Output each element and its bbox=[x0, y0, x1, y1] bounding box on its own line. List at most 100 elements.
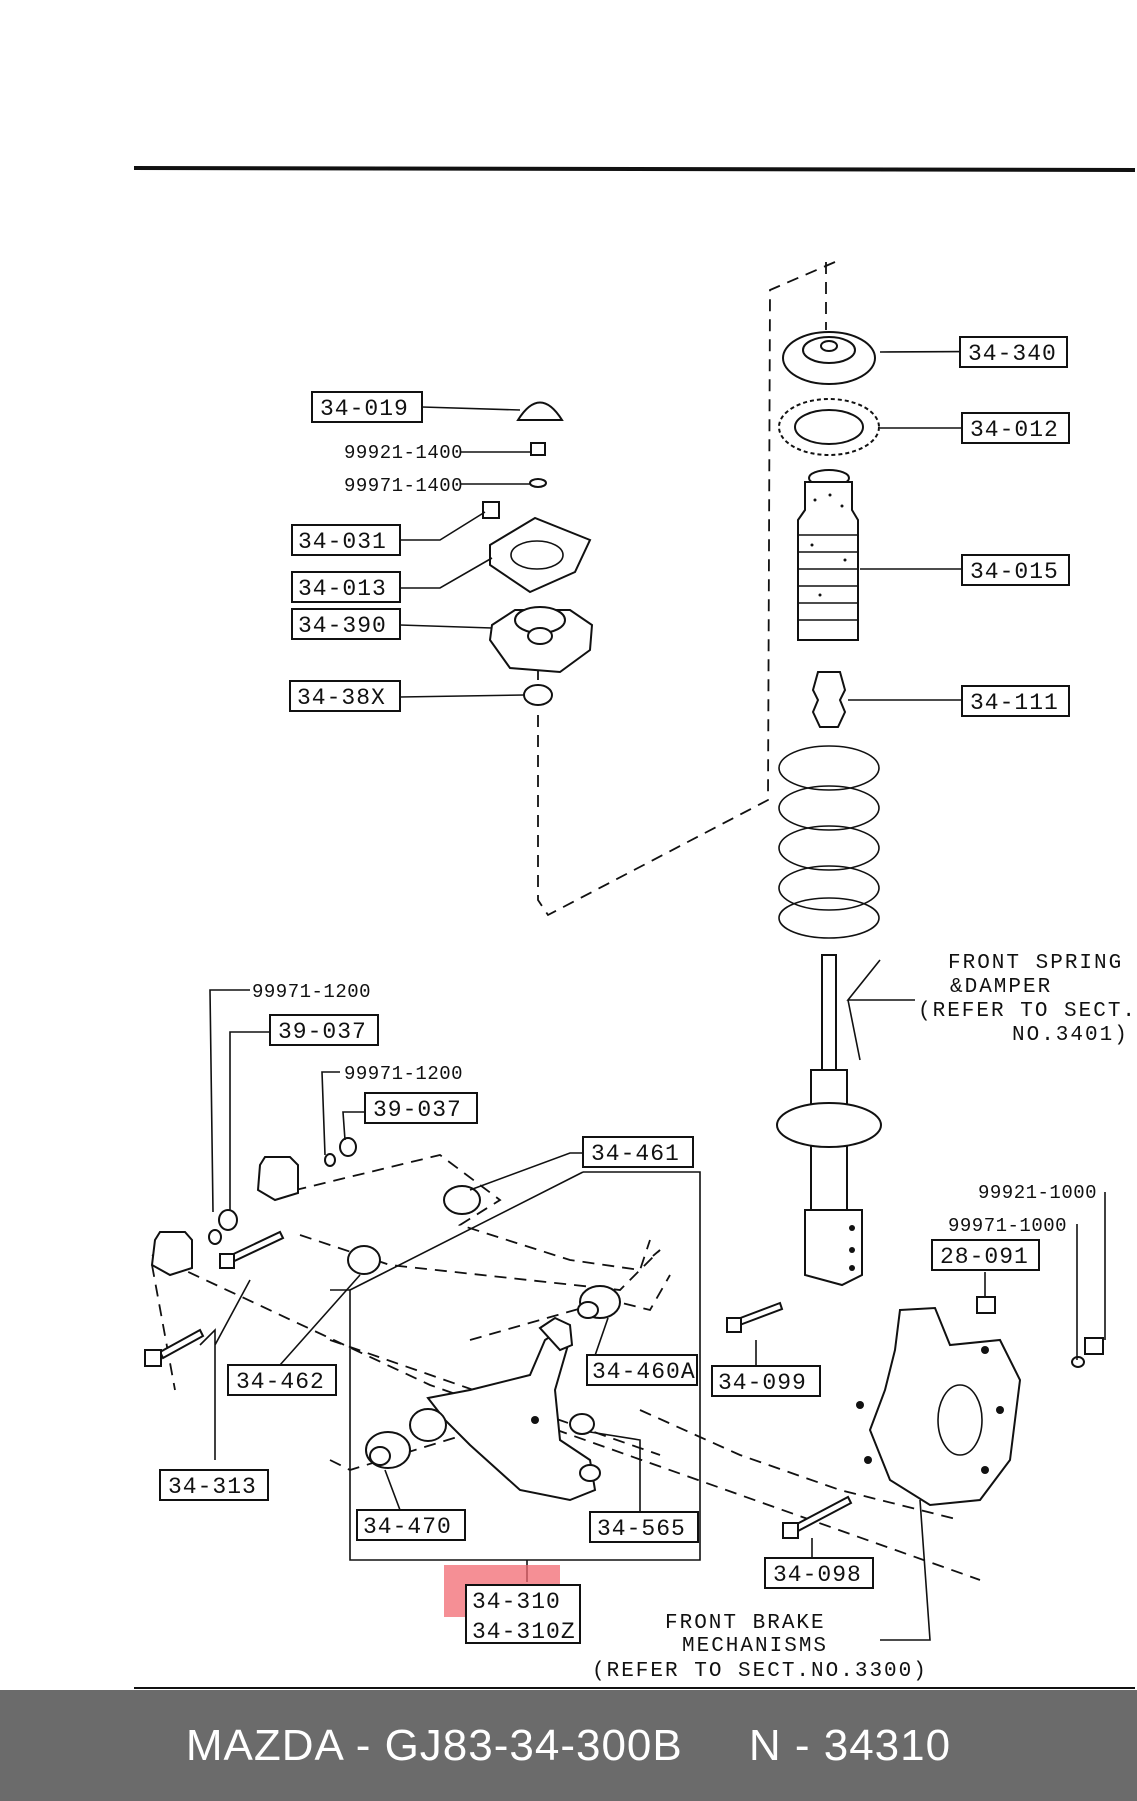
svg-text:34-019: 34-019 bbox=[320, 396, 409, 422]
svg-text:99971-1400: 99971-1400 bbox=[344, 475, 463, 497]
label-34-565[interactable]: 34-565 bbox=[589, 1511, 699, 1543]
svg-text:34-462: 34-462 bbox=[236, 1369, 325, 1395]
label-99971-1400[interactable]: 99971-1400 bbox=[344, 475, 463, 497]
label-34-031[interactable]: 34-031 bbox=[291, 524, 401, 556]
label-34-460A[interactable]: 34-460A bbox=[586, 1354, 698, 1386]
bushing-460A-part bbox=[577, 1285, 621, 1319]
svg-text:34-013: 34-013 bbox=[298, 576, 387, 602]
stabilizer-bushing-right-part bbox=[256, 1156, 299, 1202]
top-rule bbox=[133, 166, 1136, 172]
label-34-38X[interactable]: 34-38X bbox=[289, 680, 401, 712]
svg-text:99971-1000: 99971-1000 bbox=[948, 1215, 1067, 1237]
nut-1400-part bbox=[530, 442, 546, 456]
svg-text:34-310Z: 34-310Z bbox=[472, 1619, 576, 1645]
svg-text:34-38X: 34-38X bbox=[297, 685, 386, 711]
label-34-461[interactable]: 34-461 bbox=[582, 1136, 694, 1168]
note-front-spring: FRONT SPRING &DAMPER (REFER TO SECT. NO.… bbox=[918, 952, 1137, 1047]
lower-dash-1 bbox=[151, 1254, 981, 1581]
lower-dash-2 bbox=[151, 1264, 661, 1456]
svg-text:34-031: 34-031 bbox=[298, 529, 387, 555]
nut-031-part bbox=[482, 501, 500, 519]
svg-text:39-037: 39-037 bbox=[373, 1097, 462, 1123]
ball-joint-565-part bbox=[569, 1413, 601, 1482]
label-34-470[interactable]: 34-470 bbox=[356, 1509, 466, 1541]
damper-part bbox=[776, 954, 882, 1287]
svg-text:34-460A: 34-460A bbox=[592, 1359, 696, 1385]
bolt-34-099-part bbox=[726, 1301, 784, 1333]
label-34-111[interactable]: 34-111 bbox=[961, 685, 1070, 717]
gasket-plate-part bbox=[489, 516, 592, 594]
stabilizer-bolts-part bbox=[144, 1230, 285, 1367]
svg-text:34-313: 34-313 bbox=[168, 1474, 257, 1500]
label-34-015[interactable]: 34-015 bbox=[961, 554, 1070, 586]
bushing-38X-part bbox=[523, 684, 553, 706]
label-28-091[interactable]: 28-091 bbox=[931, 1239, 1040, 1271]
svg-text:34-012: 34-012 bbox=[970, 417, 1059, 443]
label-99921-1000[interactable]: 99921-1000 bbox=[978, 1182, 1097, 1204]
bolt-34-098-part bbox=[782, 1495, 853, 1539]
lower-arm-part bbox=[409, 1316, 597, 1502]
cap-part bbox=[516, 401, 564, 421]
label-39-037-left[interactable]: 39-037 bbox=[269, 1014, 379, 1046]
lower-dash-6 bbox=[639, 1409, 961, 1521]
svg-text:(REFER TO SECT.NO.3300): (REFER TO SECT.NO.3300) bbox=[592, 1660, 928, 1683]
label-34-019[interactable]: 34-019 bbox=[311, 391, 423, 423]
nut-1000-part bbox=[1071, 1337, 1104, 1368]
label-99921-1400[interactable]: 99921-1400 bbox=[344, 442, 463, 464]
spring-seat-part bbox=[782, 331, 876, 385]
svg-text:99971-1200: 99971-1200 bbox=[252, 981, 371, 1003]
svg-text:99971-1200: 99971-1200 bbox=[344, 1063, 463, 1085]
coil-spring-part bbox=[778, 745, 880, 939]
svg-text:34-340: 34-340 bbox=[968, 341, 1057, 367]
svg-text:&DAMPER: &DAMPER bbox=[950, 976, 1052, 999]
label-99971-1200-left[interactable]: 99971-1200 bbox=[252, 981, 371, 1003]
svg-text:FRONT SPRING: FRONT SPRING bbox=[948, 952, 1123, 975]
nut-28-091-part bbox=[976, 1296, 996, 1314]
part-info-footer: MAZDA - GJ83-34-300B N - 34310 bbox=[0, 1690, 1137, 1801]
strut-mount-part bbox=[488, 606, 594, 674]
label-39-037-right[interactable]: 39-037 bbox=[364, 1092, 478, 1124]
svg-text:34-098: 34-098 bbox=[773, 1562, 862, 1588]
svg-text:28-091: 28-091 bbox=[940, 1244, 1029, 1270]
label-99971-1200-right[interactable]: 99971-1200 bbox=[344, 1063, 463, 1085]
svg-text:34-310: 34-310 bbox=[472, 1589, 561, 1615]
label-34-390[interactable]: 34-390 bbox=[291, 608, 401, 640]
footer-text: MAZDA - GJ83-34-300B N - 34310 bbox=[185, 1720, 952, 1770]
stabilizer-bushing-left-part bbox=[150, 1231, 193, 1277]
label-34-012[interactable]: 34-012 bbox=[961, 412, 1070, 444]
bushing-470-part bbox=[365, 1431, 411, 1469]
svg-text:34-461: 34-461 bbox=[591, 1141, 680, 1167]
label-99971-1000[interactable]: 99971-1000 bbox=[948, 1215, 1067, 1237]
svg-text:34-470: 34-470 bbox=[363, 1514, 452, 1540]
label-34-099[interactable]: 34-099 bbox=[711, 1365, 821, 1397]
label-34-310Z[interactable]: 34-310Z bbox=[472, 1619, 576, 1645]
upper-spring-seat-part bbox=[778, 398, 880, 456]
svg-text:39-037: 39-037 bbox=[278, 1019, 367, 1045]
label-34-013[interactable]: 34-013 bbox=[291, 571, 401, 603]
svg-text:34-015: 34-015 bbox=[970, 559, 1059, 585]
dust-boot-part bbox=[797, 469, 859, 641]
svg-text:34-111: 34-111 bbox=[970, 690, 1059, 716]
label-34-462[interactable]: 34-462 bbox=[227, 1364, 337, 1396]
svg-text:34-390: 34-390 bbox=[298, 613, 387, 639]
lower-dash-3 bbox=[274, 1154, 651, 1271]
svg-text:34-565: 34-565 bbox=[597, 1516, 686, 1542]
svg-text:MECHANISMS: MECHANISMS bbox=[682, 1635, 828, 1658]
svg-text:34-099: 34-099 bbox=[718, 1370, 807, 1396]
label-34-098[interactable]: 34-098 bbox=[764, 1557, 874, 1589]
label-34-310[interactable]: 34-310 bbox=[465, 1584, 581, 1644]
washer-1400-part bbox=[529, 478, 547, 488]
knuckle-hub-part bbox=[856, 1306, 1022, 1507]
label-34-340[interactable]: 34-340 bbox=[959, 336, 1068, 368]
stab-link-bushings-part bbox=[347, 1185, 481, 1275]
svg-text:FRONT BRAKE: FRONT BRAKE bbox=[665, 1612, 826, 1635]
washer-1200-parts bbox=[208, 1137, 357, 1245]
svg-text:99921-1000: 99921-1000 bbox=[978, 1182, 1097, 1204]
svg-text:NO.3401): NO.3401) bbox=[1012, 1024, 1129, 1047]
bump-stopper-part bbox=[811, 671, 847, 728]
note-front-brake: FRONT BRAKE MECHANISMS (REFER TO SECT.NO… bbox=[592, 1612, 928, 1683]
label-34-313[interactable]: 34-313 bbox=[159, 1469, 269, 1501]
svg-text:99921-1400: 99921-1400 bbox=[344, 442, 463, 464]
svg-text:(REFER TO SECT.: (REFER TO SECT. bbox=[918, 1000, 1137, 1023]
